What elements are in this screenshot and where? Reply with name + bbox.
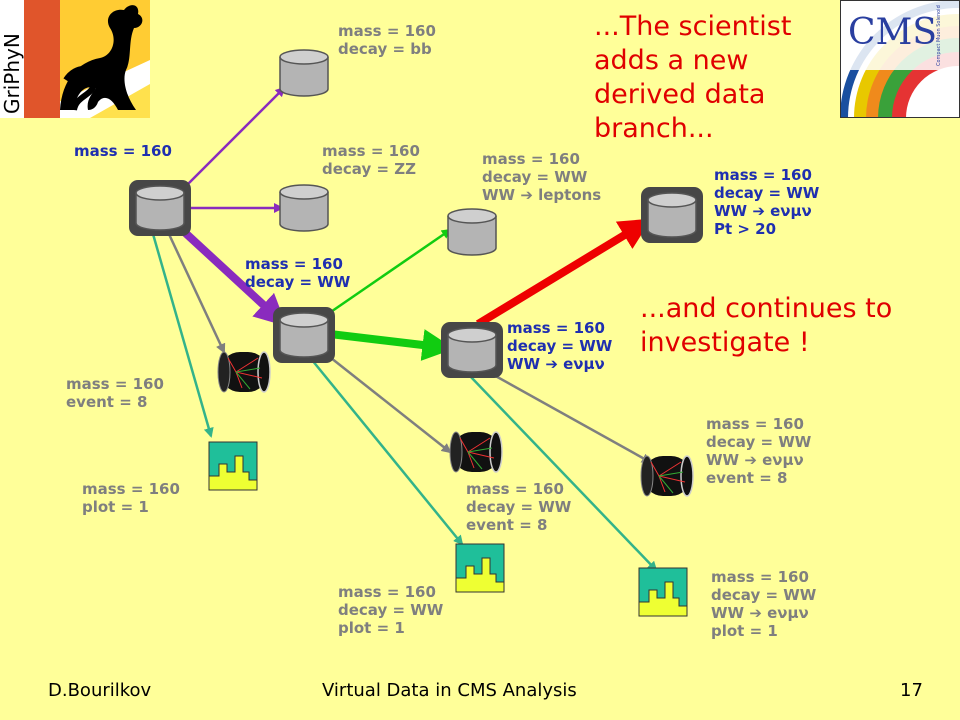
footer-author: D.Bourilkov xyxy=(48,680,152,701)
node-zz-database-icon[interactable] xyxy=(279,184,329,232)
node-pt20-database-icon[interactable] xyxy=(641,187,703,243)
node-root-database-icon[interactable] xyxy=(129,180,191,236)
griphyn-logo: GriPhyN xyxy=(0,0,150,118)
node-enmn-database-icon[interactable] xyxy=(441,322,503,378)
footer-page-number: 17 xyxy=(900,680,923,701)
node-plot-ww-histogram-icon[interactable] xyxy=(455,543,505,593)
edge-root-to-ww xyxy=(177,225,287,327)
edge-enmn-to-plot_enmn xyxy=(469,375,658,572)
edge-ww-to-enmn xyxy=(329,329,455,361)
edge-ww-to-leptons xyxy=(321,228,452,320)
label-root: mass = 160 xyxy=(74,142,172,160)
edge-enmn-to-ev_enmn xyxy=(491,372,652,464)
edge-ww-to-ev_ww xyxy=(325,353,452,454)
callout-new-branch: ...The scientist adds a new derived data… xyxy=(594,11,792,144)
edge-root-to-plot_root xyxy=(151,233,214,438)
griphyn-logo-text: GriPhyN xyxy=(0,33,24,114)
cms-logo-text: CMS xyxy=(848,12,937,53)
footer-title: Virtual Data in CMS Analysis xyxy=(322,680,577,701)
node-bb-database-icon[interactable] xyxy=(279,49,329,97)
node-ev-enmn-event-display-icon[interactable] xyxy=(640,455,694,497)
edge-ww-to-plot_ww xyxy=(311,359,464,546)
edge-enmn-to-pt20 xyxy=(475,218,652,328)
node-plot-root-histogram-icon[interactable] xyxy=(208,441,258,491)
node-ww-database-icon[interactable] xyxy=(273,307,335,363)
callout-continues: ...and continues to investigate ! xyxy=(640,293,893,358)
node-leptons-database-icon[interactable] xyxy=(447,208,497,256)
cms-logo: CMS Compact Muon Solenoid xyxy=(840,0,960,118)
cms-logo-subtext: Compact Muon Solenoid xyxy=(936,5,942,66)
edge-root-to-bb xyxy=(181,86,286,191)
node-ev-root-event-display-icon[interactable] xyxy=(217,351,271,393)
edge-root-to-ev_root xyxy=(166,231,226,354)
node-plot-enmn-histogram-icon[interactable] xyxy=(638,567,688,617)
node-ev-ww-event-display-icon[interactable] xyxy=(449,431,503,473)
